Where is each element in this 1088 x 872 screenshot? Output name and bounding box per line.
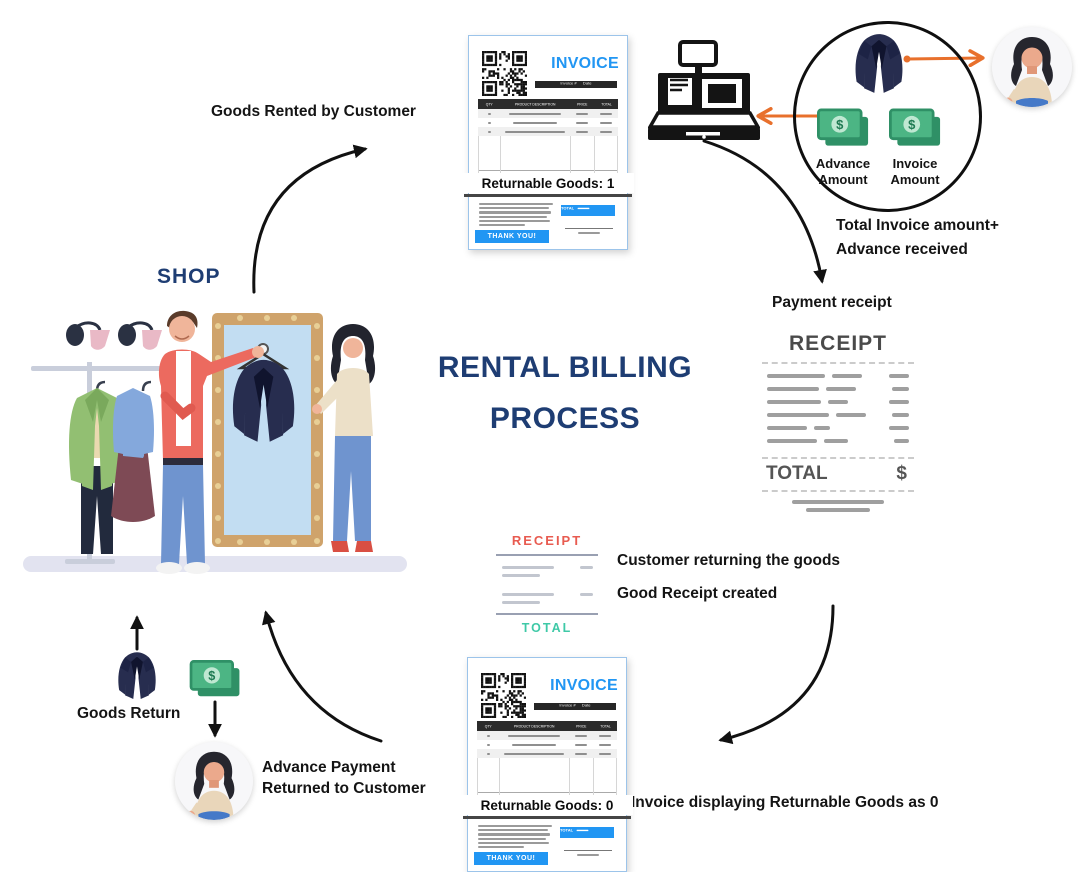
table-row xyxy=(478,127,618,136)
arrow-return-to-shop xyxy=(262,610,383,743)
payment-receipt-doc: RECEIPT TOTAL $ xyxy=(753,320,923,520)
label-payment-receipt: Payment receipt xyxy=(772,294,892,311)
label-total-invoice-1: Total Invoice amount+ xyxy=(836,217,999,234)
rental-circle xyxy=(793,21,982,212)
customer-avatar-return xyxy=(175,742,253,820)
shopkeeper xyxy=(156,310,264,574)
shop-label: SHOP xyxy=(157,265,221,288)
arrow-receipt-to-invoice0 xyxy=(718,604,835,745)
invoice-date-label: Date xyxy=(581,703,591,708)
returnable-goods-text: Returnable Goods: 1 xyxy=(462,173,634,193)
table-grid-lines xyxy=(477,758,617,799)
advance-money-icon xyxy=(817,108,869,148)
invoice-table-header: QTY PRODUCT DESCRIPTION PRICE TOTAL xyxy=(477,721,617,731)
wall-lamp-icon xyxy=(118,321,162,350)
label-good-receipt: Good Receipt created xyxy=(617,585,778,602)
good-receipt-doc: RECEIPT TOTAL xyxy=(486,518,608,648)
label-advance-returned-2: Returned to Customer xyxy=(262,780,426,797)
invoice-total-badge: TOTAL xyxy=(560,827,614,838)
invoice-meta-bar: Invoice # Date xyxy=(534,703,616,710)
label-invoice-zero: Invoice displaying Returnable Goods as 0 xyxy=(631,794,939,811)
divider xyxy=(463,816,631,819)
col-desc: PRODUCT DESCRIPTION xyxy=(515,102,556,106)
invoice-returnable-0: INVOICE Invoice # Date QTY PRODUCT DESCR… xyxy=(461,657,633,872)
divider xyxy=(464,194,632,197)
col-qty: QTY xyxy=(484,724,492,728)
customer xyxy=(312,324,376,552)
label-total-invoice-2: Advance received xyxy=(836,241,968,258)
receipt-total-label: TOTAL xyxy=(521,621,573,635)
fine-print xyxy=(478,825,552,850)
col-price: PRICE xyxy=(576,724,587,728)
shop-illustration xyxy=(23,310,407,574)
signature-line xyxy=(565,228,613,235)
label-goods-rented: Goods Rented by Customer xyxy=(211,103,416,120)
col-total: TOTAL xyxy=(599,724,611,728)
receipt-title: RECEIPT xyxy=(788,332,887,355)
invoice-title: INVOICE xyxy=(550,677,618,694)
signature-line xyxy=(564,850,612,857)
money-return-icon xyxy=(189,660,241,698)
invoice-total-badge: TOTAL xyxy=(561,205,615,216)
table-row xyxy=(478,118,618,127)
label-invoice-amount: Invoice Amount xyxy=(876,156,954,188)
invoice-amount-line1: Invoice xyxy=(892,156,938,171)
col-price: PRICE xyxy=(577,102,588,106)
receipt-currency: $ xyxy=(896,463,907,484)
clothes-rack xyxy=(31,362,165,564)
col-total: TOTAL xyxy=(600,102,612,106)
col-qty: QTY xyxy=(485,102,493,106)
invoice-number-label: Invoice # xyxy=(559,703,576,708)
page-title: RENTAL BILLING PROCESS xyxy=(408,342,722,444)
qr-code-icon xyxy=(481,673,526,718)
table-row xyxy=(477,731,617,740)
thank-you-bar: THANK YOU! xyxy=(474,852,548,865)
invoice-money-icon xyxy=(889,108,941,148)
page-title-line1: RENTAL BILLING xyxy=(437,351,693,384)
invoice-table: QTY PRODUCT DESCRIPTION PRICE TOTAL xyxy=(478,99,618,177)
page-title-line2: PROCESS xyxy=(489,402,641,435)
col-desc: PRODUCT DESCRIPTION xyxy=(514,724,555,728)
returnable-goods-text: Returnable Goods: 0 xyxy=(461,795,633,815)
arrow-shop-to-invoice xyxy=(252,144,368,294)
total-label: TOTAL xyxy=(560,827,574,833)
qr-code-icon xyxy=(482,51,527,96)
invoice-title: INVOICE xyxy=(551,55,619,72)
receipt-lines xyxy=(767,374,909,452)
label-advance-amount: Advance Amount xyxy=(804,156,882,188)
invoice-date-label: Date xyxy=(582,81,592,86)
fine-print xyxy=(479,203,553,228)
table-row xyxy=(478,109,618,118)
customer-avatar xyxy=(992,27,1072,107)
table-row xyxy=(477,749,617,758)
invoice-meta-bar: Invoice # Date xyxy=(535,81,617,88)
table-row xyxy=(477,740,617,749)
wall-lamp-icon xyxy=(66,321,110,350)
invoice-table: QTY PRODUCT DESCRIPTION PRICE TOTAL xyxy=(477,721,617,799)
invoice-returnable-1: INVOICE Invoice # Date QTY PRODUCT DESCR… xyxy=(462,35,634,250)
advance-amount-line2: Amount xyxy=(818,172,868,187)
label-advance-returned-1: Advance Payment xyxy=(262,759,396,776)
total-label: TOTAL xyxy=(561,205,575,211)
label-goods-return: Goods Return xyxy=(77,705,181,722)
table-grid-lines xyxy=(478,136,618,177)
receipt-total-label: TOTAL xyxy=(766,463,828,484)
mirror xyxy=(212,313,323,547)
invoice-number-label: Invoice # xyxy=(560,81,577,86)
cash-register-icon xyxy=(648,40,760,140)
thank-you-bar: THANK YOU! xyxy=(475,230,549,243)
receipt-title: RECEIPT xyxy=(511,533,583,548)
label-customer-returning: Customer returning the goods xyxy=(617,552,841,569)
invoice-amount-line2: Amount xyxy=(890,172,940,187)
jacket-return-icon xyxy=(114,650,160,702)
jacket-icon xyxy=(851,31,907,97)
invoice-table-header: QTY PRODUCT DESCRIPTION PRICE TOTAL xyxy=(478,99,618,109)
advance-amount-line1: Advance xyxy=(815,156,871,171)
